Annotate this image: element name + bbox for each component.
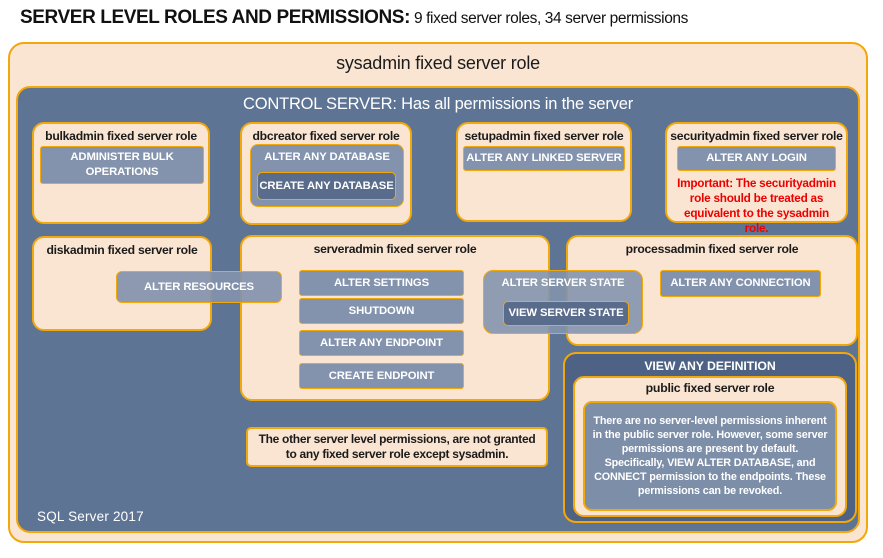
control-server-box: CONTROL SERVER: Has all permissions in t…: [16, 86, 860, 533]
public-role-title: public fixed server role: [645, 381, 775, 395]
permission-create-any-database: CREATE ANY DATABASE: [257, 172, 396, 200]
public-role-box: public fixed server role There are no se…: [573, 376, 847, 517]
permission-alter-server-state-group: ALTER SERVER STATE VIEW SERVER STATE: [483, 270, 643, 334]
setupadmin-role-box: setupadmin fixed server role ALTER ANY L…: [456, 122, 632, 222]
permission-alter-any-connection: ALTER ANY CONNECTION: [660, 270, 821, 297]
permission-alter-any-linked-server: ALTER ANY LINKED SERVER: [463, 146, 625, 171]
control-server-label: CONTROL SERVER: Has all permissions in t…: [243, 95, 633, 113]
permission-create-endpoint: CREATE ENDPOINT: [299, 363, 464, 389]
permission-alter-any-database-group: ALTER ANY DATABASE CREATE ANY DATABASE: [250, 144, 404, 207]
bulkadmin-role-title: bulkadmin fixed server role: [45, 129, 197, 143]
page-title-main: SERVER LEVEL ROLES AND PERMISSIONS:: [20, 7, 411, 28]
permission-alter-server-state: ALTER SERVER STATE: [501, 277, 625, 289]
processadmin-role-title: processadmin fixed server role: [625, 242, 799, 256]
dbcreator-role-title: dbcreator fixed server role: [252, 129, 400, 143]
permission-alter-any-login: ALTER ANY LOGIN: [677, 146, 836, 171]
setupadmin-role-title: setupadmin fixed server role: [464, 129, 624, 143]
permission-view-server-state: VIEW SERVER STATE: [503, 301, 629, 326]
securityadmin-warning-text: Important: The securityadmin role should…: [677, 176, 836, 235]
securityadmin-role-title: securityadmin fixed server role: [670, 129, 843, 143]
sql-server-version-label: SQL Server 2017: [37, 509, 144, 524]
securityadmin-role-box: securityadmin fixed server role ALTER AN…: [665, 122, 848, 235]
permission-shutdown: SHUTDOWN: [299, 298, 464, 324]
public-role-description: There are no server-level permissions in…: [583, 401, 837, 511]
diskadmin-role-title: diskadmin fixed server role: [46, 243, 198, 257]
bulkadmin-role-box: bulkadmin fixed server role ADMINISTER B…: [32, 122, 210, 224]
sysadmin-role-label: sysadmin fixed server role: [336, 53, 540, 73]
page-title: SERVER LEVEL ROLES AND PERMISSIONS:9 fix…: [20, 7, 688, 29]
other-permissions-note: The other server level permissions, are …: [246, 427, 548, 467]
permission-administer-bulk-operations: ADMINISTER BULK OPERATIONS: [40, 146, 204, 184]
permission-alter-resources: ALTER RESOURCES: [116, 271, 282, 303]
sysadmin-role-box: sysadmin fixed server role CONTROL SERVE…: [8, 42, 868, 543]
view-any-definition-group: VIEW ANY DEFINITION public fixed server …: [563, 352, 857, 523]
serveradmin-role-title: serveradmin fixed server role: [313, 242, 477, 256]
dbcreator-role-box: dbcreator fixed server role ALTER ANY DA…: [240, 122, 412, 225]
permission-alter-any-database: ALTER ANY DATABASE: [264, 151, 390, 163]
permission-alter-any-endpoint: ALTER ANY ENDPOINT: [299, 330, 464, 356]
page-title-sub: 9 fixed server roles, 34 server permissi…: [414, 10, 688, 27]
permission-view-any-definition: VIEW ANY DEFINITION: [644, 359, 776, 373]
permission-alter-settings: ALTER SETTINGS: [299, 270, 464, 296]
